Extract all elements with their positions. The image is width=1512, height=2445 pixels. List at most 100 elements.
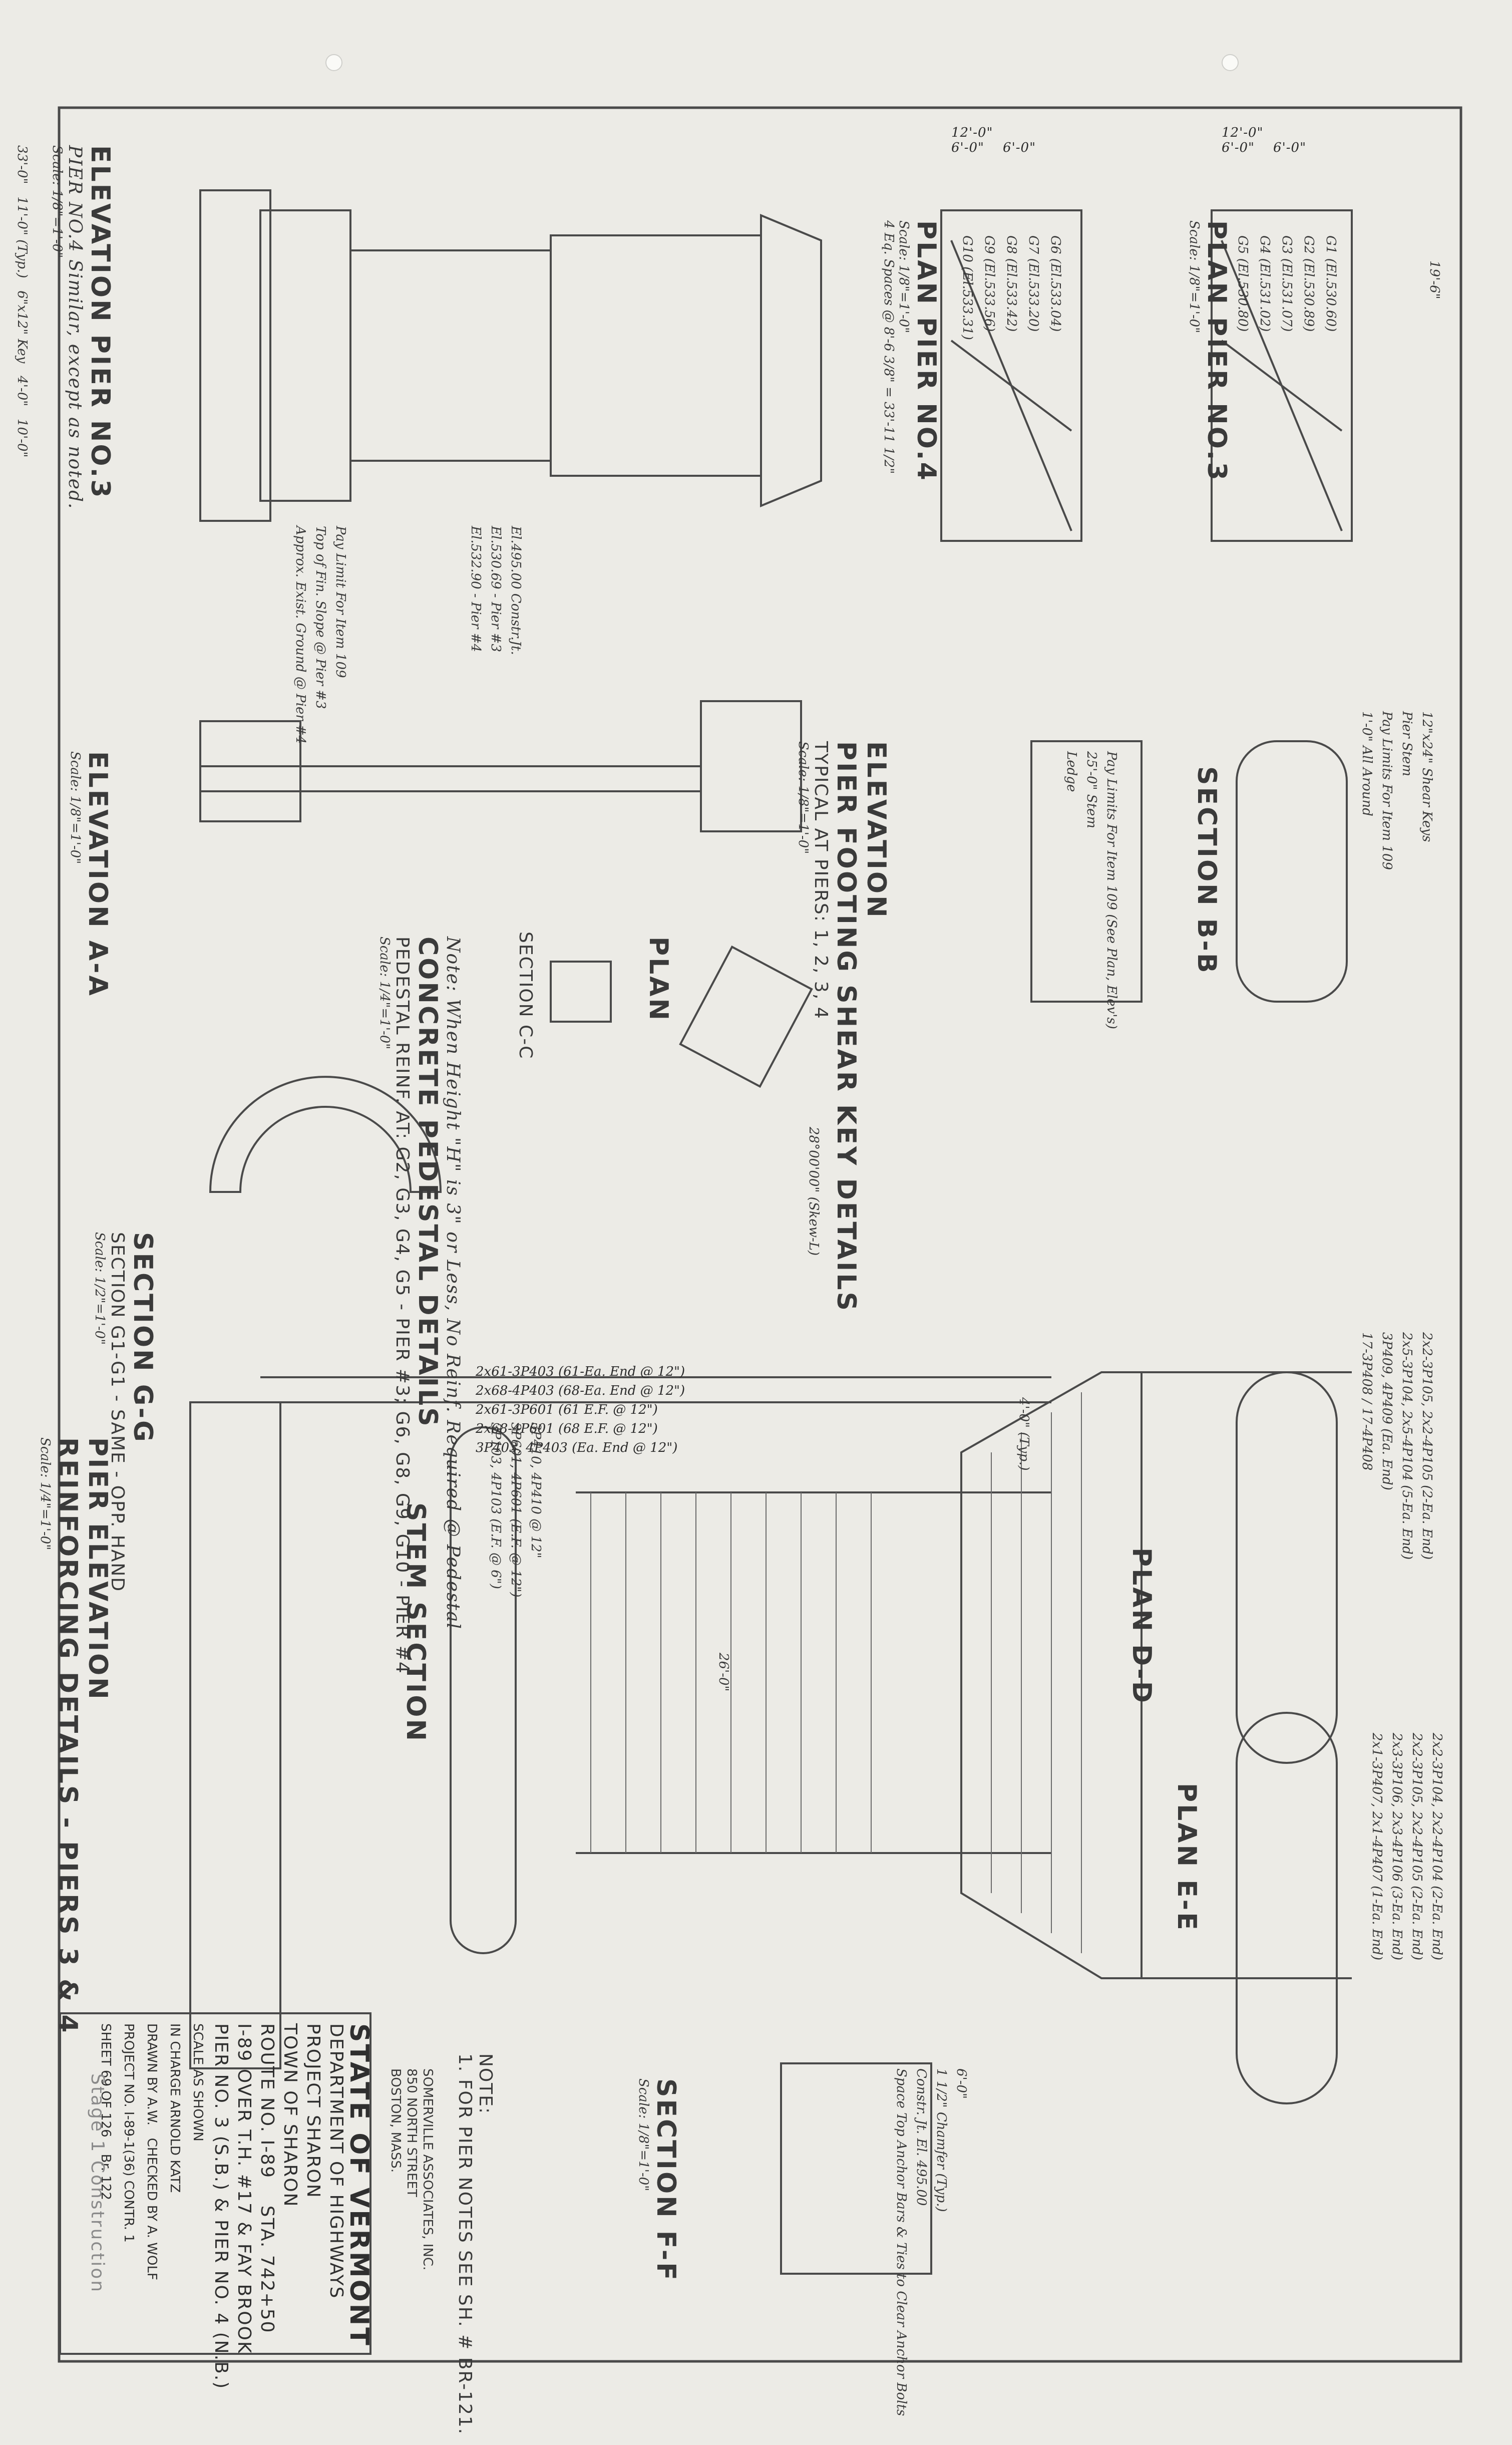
elevation-pier3-block: ELEVATION PIER NO.3 PIER NO.4 Similar, e… [15, 145, 115, 509]
section-gg-title: SECTION G-G [128, 1232, 158, 1444]
dim-label: 6'-0" [951, 140, 984, 155]
title-block-project-no: PROJECT NO. I-89-1(36) CONTR. 1 [121, 2023, 136, 2243]
girder-label: G10 (El.533.31) [960, 235, 975, 340]
consultant-line: SOMERVILLE ASSOCIATES, INC. [420, 2068, 435, 2271]
note-line: Constr. Jt. El. 495.00 [914, 2068, 929, 2206]
girder-label: G4 (El.531.02) [1257, 235, 1272, 332]
note-line: Pay Limits For Item 109 (See Plan, Elev'… [1104, 751, 1119, 1029]
section-bb-notes: 12"x24" Shear Keys Pier Stem Pay Limits … [1357, 711, 1437, 870]
girder-label: G8 (El.533.42) [1004, 235, 1019, 332]
pedestal-scale: Scale: 1/4"=1'-0" [377, 937, 392, 1050]
note-line: 2x3-3P106, 2x3-4P106 (3-Ea. End) [1389, 1733, 1404, 1961]
elevation-pier3-note: PIER NO.4 Similar, except as noted. [65, 145, 85, 510]
pier-elevation-scale: Scale: 1/4"=1'-0" [38, 1437, 53, 1551]
note-line: El.495.00 Constr.Jt. [508, 526, 523, 655]
dim-label: 33'-0" [15, 145, 30, 184]
title-block-station: STA. 742+50 [257, 2205, 277, 2334]
note-line: 6'-0" [954, 2068, 969, 2099]
dim-label: 10'-0" [15, 419, 30, 458]
stem-section-notes: 3P410, 4P410 @ 12" 3P601, 4P601 (E.F. @ … [486, 1422, 546, 1597]
shear-key-notes: Pay Limits For Item 109 (See Plan, Elev'… [1061, 751, 1121, 1029]
plan-ee-title: PLAN E-E [1172, 1783, 1202, 1932]
girder-label: G6 (El.533.04) [1048, 235, 1063, 332]
pier-elevation-block: PIER ELEVATION REINFORCING DETAILS - PIE… [38, 1437, 113, 2035]
elevation-aa-block: ELEVATION A-A Scale: 1/8"=1'-0" [68, 751, 113, 998]
pier-elevation-subtitle: REINFORCING DETAILS - PIERS 3 & 4 [53, 1437, 83, 2035]
pedestal-skew: 28°00'00" (Skew-L) [806, 1127, 821, 1256]
note-line: El.530.69 - Pier #3 [488, 526, 503, 653]
plan-pier3-girders: G1 (El.530.60) G2 (El.530.89) G3 (El.531… [1232, 235, 1342, 332]
dim-label: 4'-0" [15, 376, 30, 407]
elevation-aa-notes: El.495.00 Constr.Jt. El.530.69 - Pier #3… [466, 526, 526, 655]
plan-pier3-scale: Scale: 1/8"=1'-0" [1187, 220, 1202, 334]
note-line: 25'-0" Stem [1084, 751, 1099, 829]
dim-label: 6'-0" [1273, 140, 1307, 155]
note-line: 2x61-3P601 (61 E.F. @ 12") [476, 1402, 658, 1417]
girder-label: G2 (El.530.89) [1301, 235, 1316, 332]
stage-stamp: Stage 1 Construction [87, 2073, 108, 2294]
note-line: Ledge [1064, 751, 1079, 792]
note-line: 2x61-3P403 (61-Ea. End @ 12") [476, 1364, 685, 1379]
punch-hole [1222, 54, 1239, 71]
title-block-route-no: ROUTE NO. I-89 [257, 2023, 277, 2179]
punch-hole [325, 54, 342, 71]
shear-key-subtitle: PIER FOOTING SHEAR KEY DETAILS [831, 741, 861, 1313]
elevation-pier3-dims: 33'-0" 11'-0" (Typ.) 6"x12" Key 4'-0" 10… [15, 145, 30, 509]
dim-label: 11'-0" (Typ.) [15, 196, 30, 278]
note-line: 12"x24" Shear Keys [1419, 711, 1434, 842]
elevation-pier3-scale: Scale: 1/8"=1'-0" [50, 145, 65, 258]
title-block-description: I-89 OVER T.H. #17 & FAY BROOK [234, 2023, 254, 2354]
plan-dd-notes: 2x2-3P105, 2x2-4P105 (2-Ea. End) 2x5-3P1… [1357, 1332, 1437, 1560]
dim-label: 6"x12" Key [15, 290, 30, 364]
plan-pier4-block: PLAN PIER NO.4 Scale: 1/8"=1'-0" 4 Eq. S… [881, 220, 941, 482]
girder-label: G1 (El.530.60) [1323, 235, 1338, 332]
plan-pier4-spacing: 4 Eq. Spaces @ 8'-6 3/8" = 33'-11 1/2" [881, 220, 896, 474]
general-note-block: NOTE: 1. FOR PIER NOTES SEE SH. # BR-121… [455, 2053, 496, 2435]
section-cc-title: SECTION C-C [515, 932, 536, 1060]
consultant-line: BOSTON, MASS. [388, 2068, 403, 2173]
plan-pier4-title: PLAN PIER NO.4 [911, 220, 941, 482]
pier-length-dim: 26'-0" [716, 1653, 731, 1692]
title-block-town: TOWN OF SHARON [280, 2023, 300, 2208]
pier-elevation-bar-notes: 2x61-3P403 (61-Ea. End @ 12") 2x68-4P403… [476, 1362, 685, 1457]
pedestal-plan-title: PLAN [643, 937, 673, 1023]
plan-pier3-block: PLAN PIER NO.3 Scale: 1/8"=1'-0" [1187, 220, 1232, 482]
pier-elevation-title: PIER ELEVATION [83, 1437, 113, 1701]
note-line: 3P410, 4P410 @ 12" [528, 1422, 543, 1559]
plan-dd-title: PLAN D-D [1126, 1548, 1157, 1705]
section-ff-title: SECTION F-F [651, 2078, 681, 2282]
note-line: 2x68-4P403 (68-Ea. End @ 12") [476, 1383, 685, 1398]
note-line: El.532.90 - Pier #4 [468, 526, 483, 653]
note-line: 3P601, 4P601 (E.F. @ 12") [508, 1422, 523, 1598]
section-ff-block: SECTION F-F Scale: 1/8"=1'-0" [636, 2078, 681, 2282]
note-line: 17-3P408 / 17-4P408 [1359, 1332, 1374, 1471]
dim-label: 12'-0" [951, 125, 993, 140]
elevation-aa-scale: Scale: 1/8"=1'-0" [68, 751, 83, 864]
plan-pier4-girders: G6 (El.533.04) G7 (El.533.20) G8 (El.533… [956, 235, 1066, 340]
note-line: Top of Fin. Slope @ Pier #3 [313, 526, 328, 709]
dim-label: 12'-0" [1222, 125, 1264, 140]
note-line: 2x2-3P105, 2x2-4P105 (2-Ea. End) [1419, 1332, 1434, 1560]
section-ff-scale: Scale: 1/8"=1'-0" [636, 2078, 651, 2192]
title-block-checked-by: CHECKED BY A. WOLF [144, 2137, 159, 2280]
title-block-scale: SCALE AS SHOWN [190, 2023, 205, 2142]
girder-label: G9 (El.533.56) [982, 235, 997, 332]
note-line: 1 1/2" Chamfer (Typ.) [934, 2068, 949, 2212]
plan-pier4-scale: Scale: 1/8"=1'-0" [896, 220, 911, 334]
title-block-state: STATE OF VERMONT [344, 2023, 374, 2347]
title-block-pier: PIER NO. 3 (S.B.) & PIER NO. 4 (N.B.) [211, 2023, 231, 2390]
elevation-aa-title: ELEVATION A-A [83, 751, 113, 998]
title-block: STATE OF VERMONT DEPARTMENT OF HIGHWAYS … [94, 2023, 374, 2390]
section-bb-title: SECTION B-B [1192, 766, 1222, 975]
plan-pier4-dims: 12'-0" 6'-0" 6'-0" [951, 125, 1036, 155]
note-line: Pier Stem [1399, 711, 1414, 777]
consultant-block: SOMERVILLE ASSOCIATES, INC. 850 NORTH ST… [388, 2068, 436, 2270]
section-ff-notes: 6'-0" 1 1/2" Chamfer (Typ.) Constr. Jt. … [891, 2068, 971, 2416]
title-block-project: PROJECT SHARON [303, 2023, 323, 2199]
elevation-pier3-title: ELEVATION PIER NO.3 [85, 145, 115, 500]
girder-label: G7 (El.533.20) [1026, 235, 1041, 332]
title-block-route: ROUTE NO. I-89 STA. 742+50 [255, 2023, 278, 2389]
note-line: 3P103, 4P103 (E.F. @ 6") [488, 1422, 503, 1589]
